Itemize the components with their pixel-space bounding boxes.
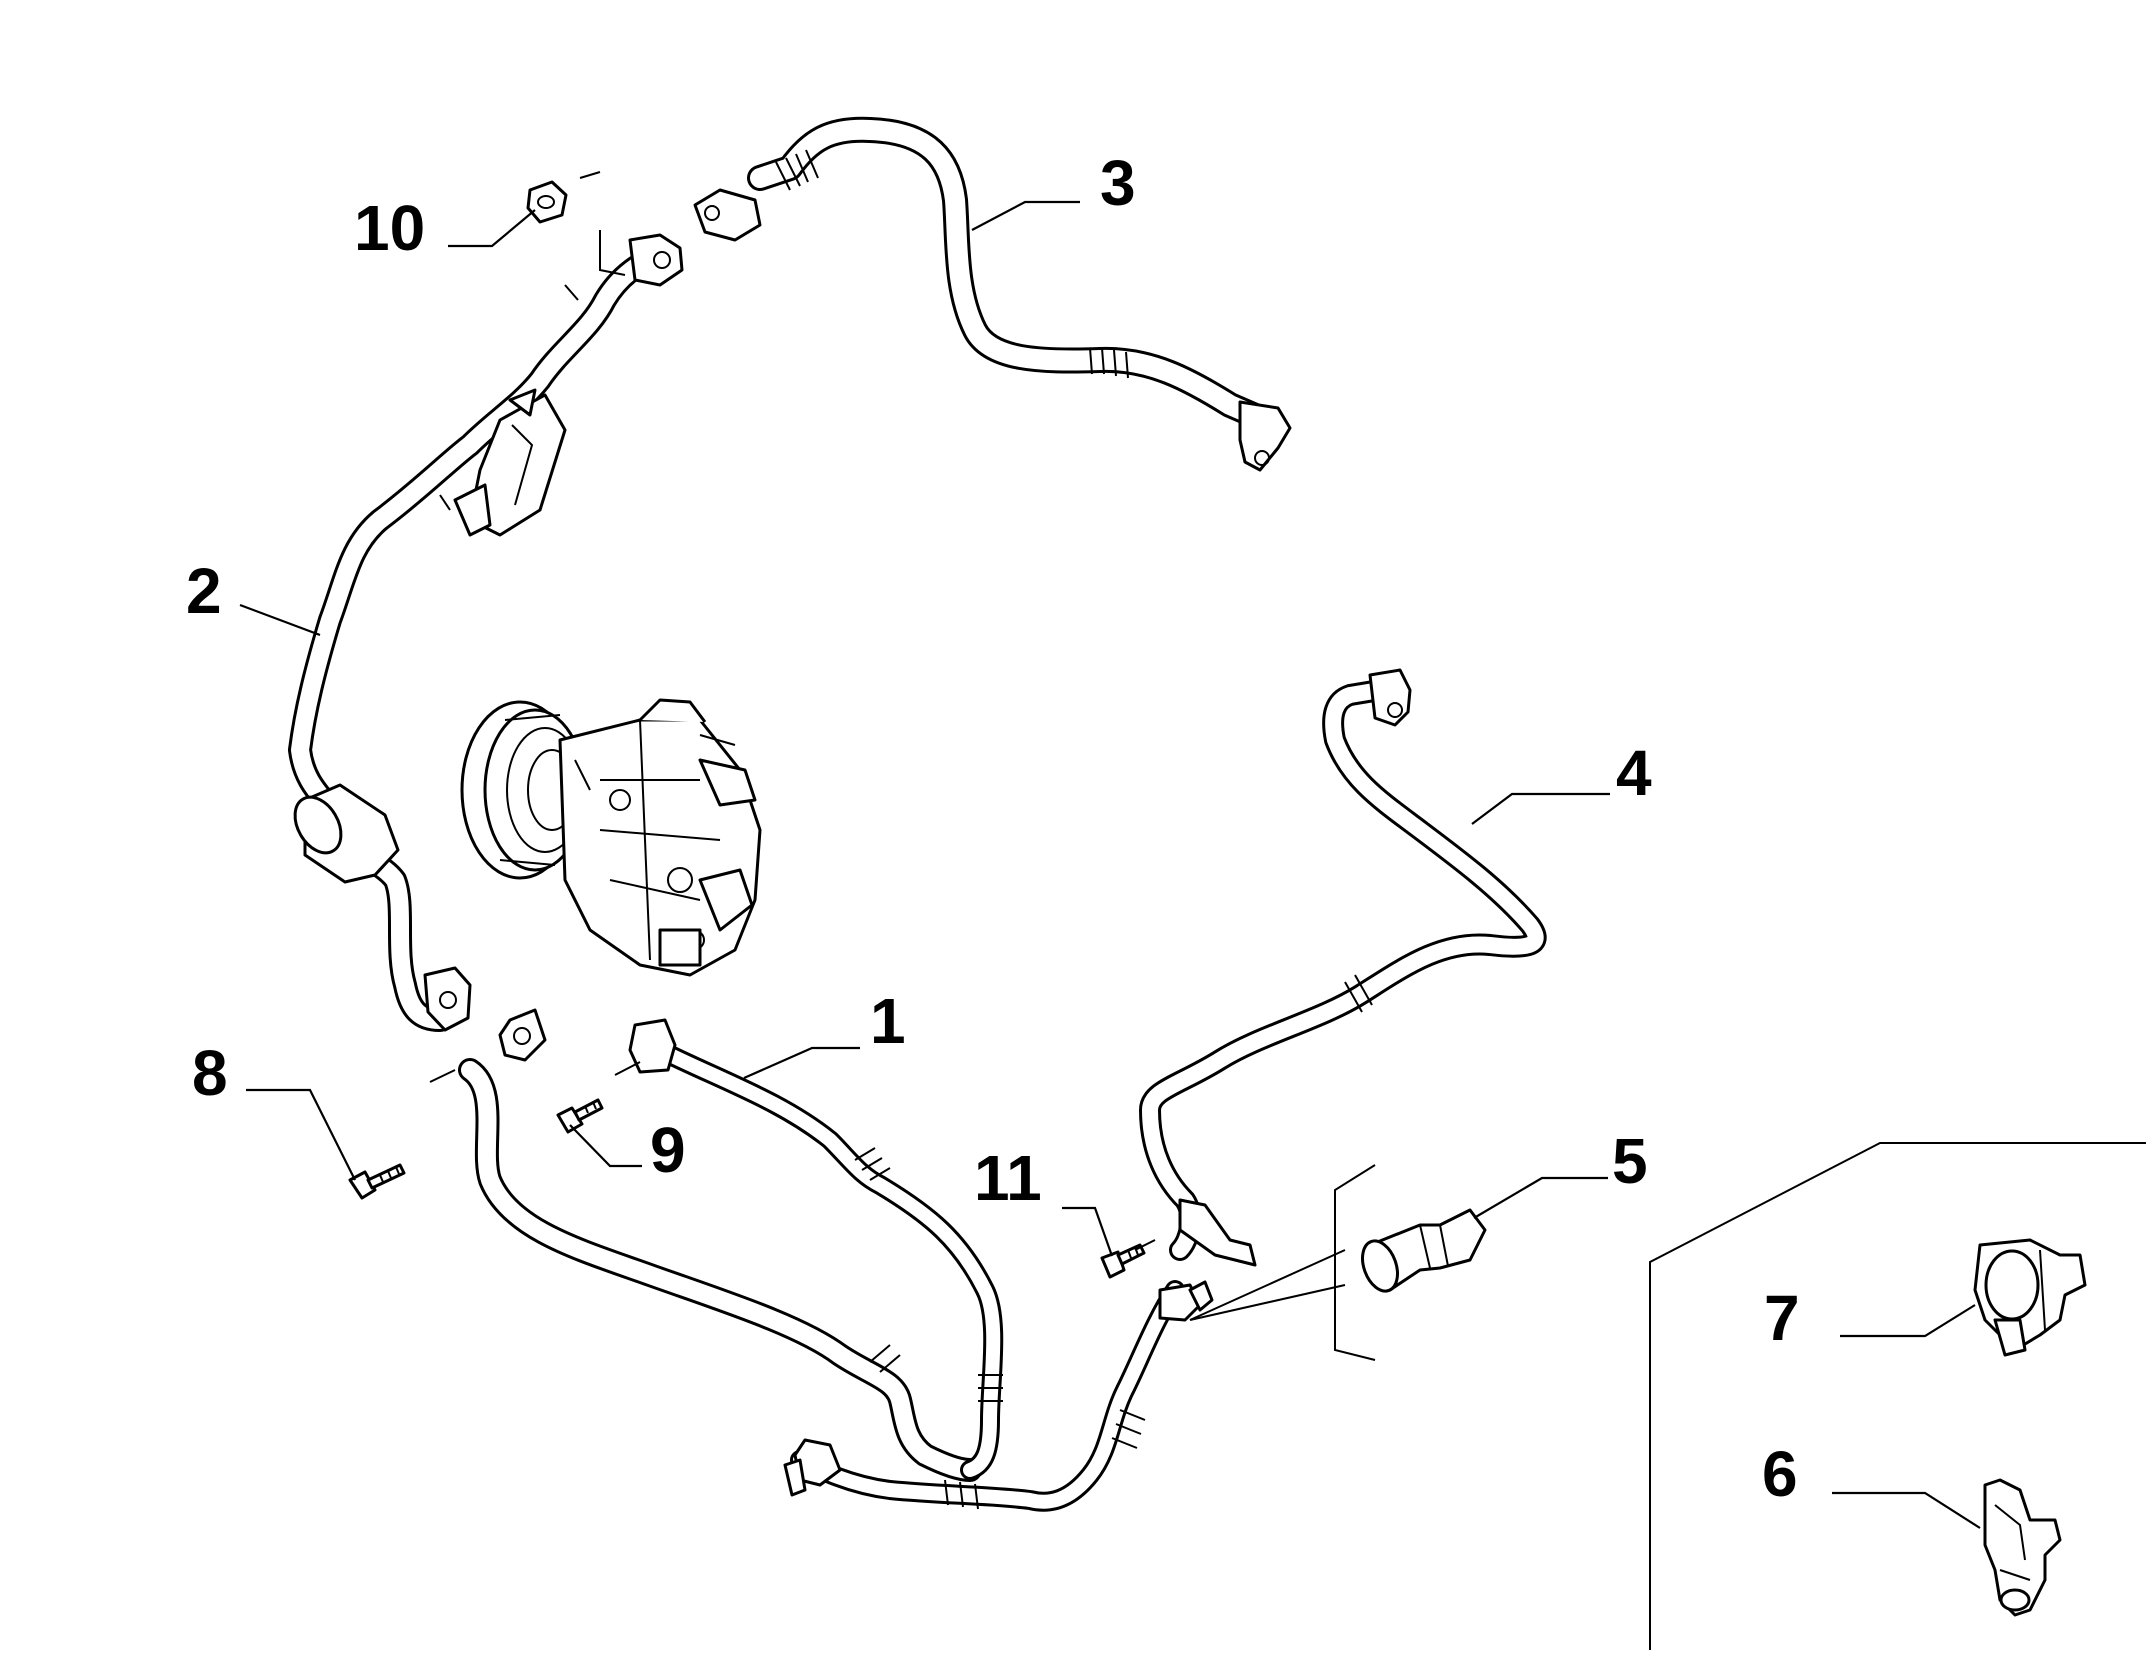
pipe-2[interactable]: [286, 233, 684, 1032]
callout-10: 10: [354, 192, 425, 264]
callout-8: 8: [192, 1037, 228, 1109]
clamp-7[interactable]: [1973, 1238, 2087, 1357]
callout-6: 6: [1762, 1438, 1798, 1510]
nut-10[interactable]: [526, 180, 568, 224]
leader-11: [1062, 1206, 1114, 1257]
callout-3: 3: [1100, 147, 1136, 219]
leader-4: [1471, 792, 1610, 825]
alignment-lines: [429, 171, 1376, 1361]
leader-6: [1832, 1491, 1981, 1529]
leader-1: [743, 1046, 860, 1080]
pressure-sensor-5[interactable]: [1356, 1208, 1487, 1296]
callout-2: 2: [186, 555, 222, 627]
callout-11: 11: [974, 1142, 1042, 1214]
pipe-1[interactable]: [458, 1008, 1004, 1482]
bolt-8[interactable]: [348, 1163, 406, 1200]
ac-compressor[interactable]: [460, 698, 762, 977]
leader-3: [971, 200, 1080, 231]
bolt-11[interactable]: [1100, 1243, 1146, 1279]
bolt-9[interactable]: [556, 1098, 604, 1134]
leader-lines: [239, 200, 1981, 1529]
callout-7: 7: [1764, 1282, 1800, 1354]
pipe-4[interactable]: [783, 668, 1547, 1512]
callout-9: 9: [650, 1114, 686, 1186]
leader-10: [448, 209, 536, 248]
leader-9: [569, 1124, 642, 1168]
callout-5: 5: [1612, 1125, 1648, 1197]
clip-6[interactable]: [1983, 1478, 2062, 1617]
inset-frame: [1649, 1142, 2146, 1650]
leader-5: [1473, 1176, 1608, 1219]
callout-4: 4: [1616, 737, 1652, 809]
pipe-3[interactable]: [693, 116, 1292, 472]
callout-labels: 1 2 3 4 5 6 7 8 9 10 11: [186, 147, 1800, 1510]
leader-2: [239, 603, 321, 637]
leader-7: [1840, 1304, 1976, 1338]
callout-1: 1: [870, 985, 906, 1057]
leader-8: [246, 1088, 356, 1181]
